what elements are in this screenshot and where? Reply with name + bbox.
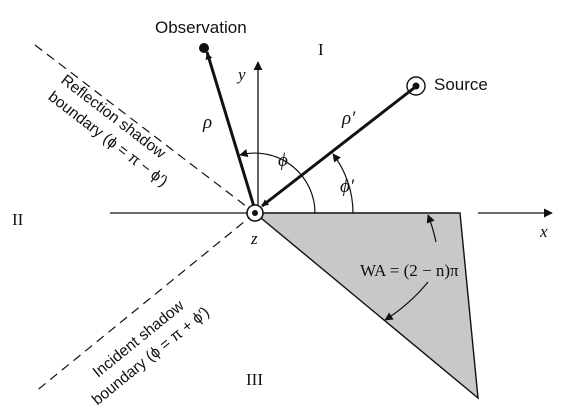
wedge-angle-arc-lower bbox=[384, 281, 429, 321]
z-axis-label: z bbox=[250, 229, 258, 248]
observation-point bbox=[199, 43, 209, 53]
incident-boundary-label: Incident shadow boundary (ϕ = π + ϕ′) bbox=[89, 297, 213, 409]
phi-prime-arc bbox=[332, 153, 354, 214]
rho-prime-label: ρ′ bbox=[341, 108, 356, 129]
rho-prime-arrow bbox=[261, 191, 281, 207]
rho-arrow bbox=[205, 52, 215, 76]
phi-prime-label: ϕ′ bbox=[340, 176, 355, 197]
x-axis-label: x bbox=[539, 222, 548, 241]
rho-label: ρ bbox=[202, 112, 212, 133]
incident-shadow-boundary bbox=[34, 212, 256, 393]
edge-point bbox=[252, 210, 258, 216]
phi-arc bbox=[239, 149, 316, 214]
y-axis-label: y bbox=[236, 65, 246, 84]
region-3-label: III bbox=[246, 370, 263, 389]
region-2-label: II bbox=[12, 210, 24, 229]
source-label: Source bbox=[434, 75, 488, 94]
wedge-angle-label: WA = (2 − n)π bbox=[360, 261, 459, 280]
source-ring bbox=[406, 76, 426, 96]
phi-label: ϕ bbox=[278, 150, 288, 171]
region-1-label: I bbox=[318, 40, 324, 59]
wedge-angle-arc-upper bbox=[426, 214, 437, 243]
rho-line bbox=[205, 51, 257, 211]
wedge-shape bbox=[253, 212, 479, 400]
reflection-shadow-boundary bbox=[34, 44, 256, 214]
source-point bbox=[412, 82, 420, 90]
rho-prime-line bbox=[261, 86, 415, 208]
reflection-boundary-label: Reflection shadow boundary (ϕ = π − ϕ′) bbox=[45, 72, 171, 191]
observation-label: Observation bbox=[155, 18, 247, 37]
